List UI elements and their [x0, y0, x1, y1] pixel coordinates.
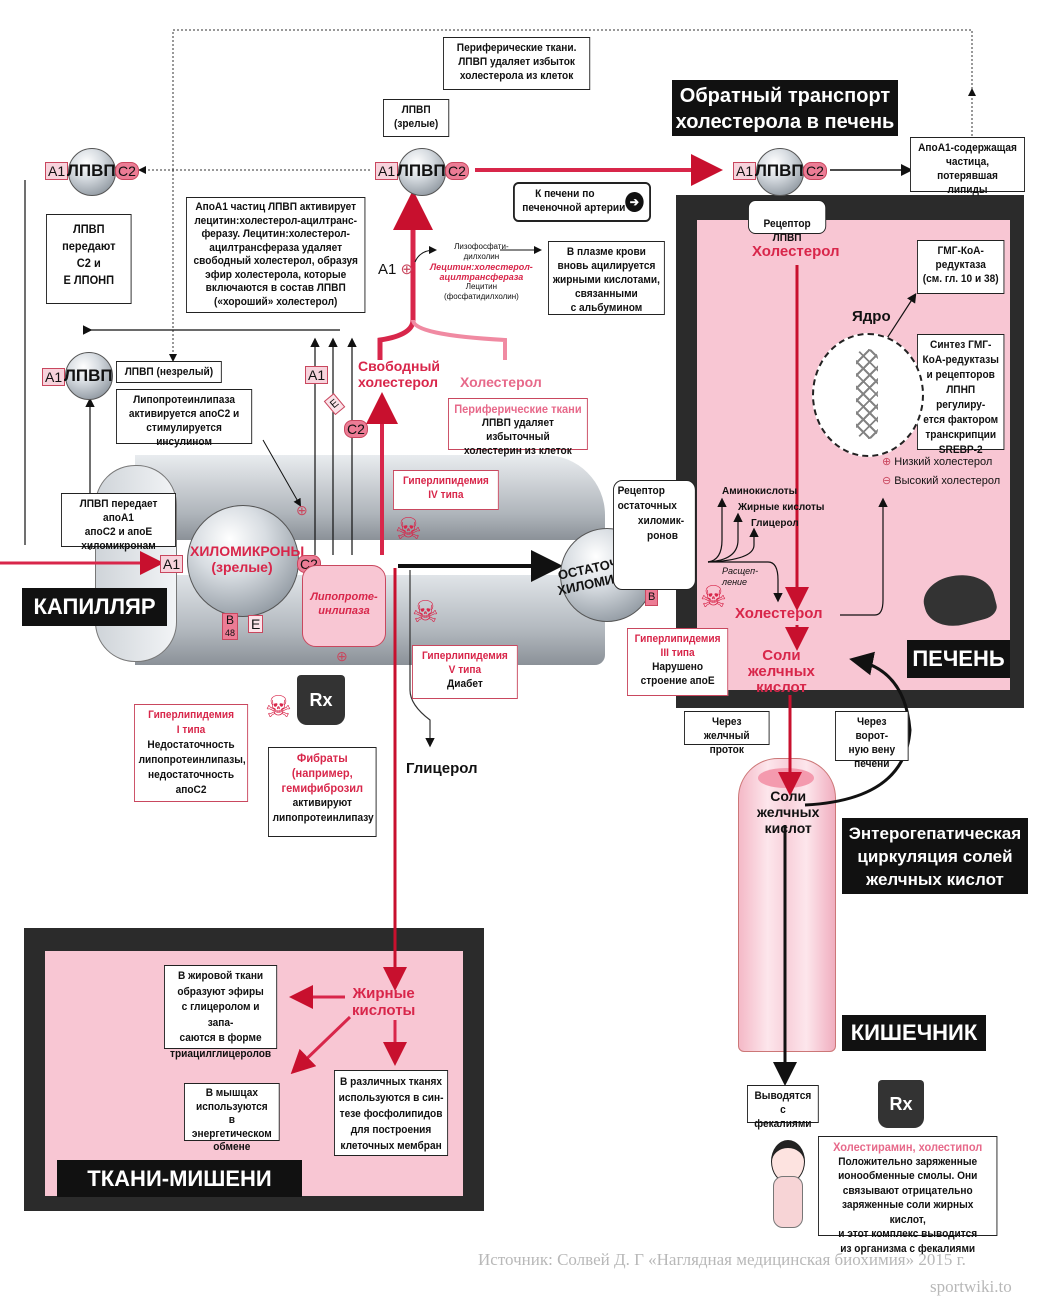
hyperlipidemia-1-box: Гиперлипидемия I типа Недостаточность ли… — [134, 704, 249, 802]
arrow-right-circle-icon: ➔ — [625, 192, 644, 212]
feces-box: Выводятся с фекалиями — [747, 1085, 819, 1130]
apoa1-lcat-box: АпоА1 частиц ЛПВП активирует лецитин:хол… — [186, 197, 366, 313]
enterohepatic-title: Энтерогепатическая циркуляция солей желч… — [842, 818, 1028, 894]
bile-salts-intestine-label: Соли желчных кислот — [757, 788, 820, 836]
low-cholesterol-label: ⊕ Низкий холестерол — [882, 456, 993, 468]
peripheral-tissues-box: Периферические ткани. ЛПВП удаляет избыт… — [443, 37, 591, 90]
bile-duct-box: Через желчный проток — [684, 711, 770, 756]
glycerol-label: Глицерол — [406, 760, 478, 777]
hyperlipidemia-3-box: Гиперлипидемия III типа Нарушено строени… — [627, 628, 729, 696]
lpl-activation-box: Липопротеинлипаза активируется апоС2 и с… — [116, 389, 253, 448]
hdl-transfer-box: ЛПВП передают C2 и Е ЛПОНП — [46, 214, 132, 304]
muscle-box: В мышцах используются в энергетическом о… — [184, 1083, 280, 1153]
skull-crossbones-icon: ☠ — [412, 596, 439, 629]
dotted-return-path — [172, 29, 973, 170]
released-apo-c2: C2 — [344, 420, 368, 438]
adipose-box: В жировой ткани образуют эфиры с глицеро… — [164, 965, 278, 1060]
cholesterol-pale-label: Холестерол — [460, 374, 542, 390]
plus-icon: ⊕ — [336, 648, 348, 664]
nucleus-label: Ядро — [852, 308, 891, 325]
portal-vein-box: Через ворот- ную вену печени — [835, 711, 909, 770]
apo-e-tag: E — [248, 615, 264, 633]
site-credit: sportwiki.to — [930, 1277, 1012, 1296]
lcat-label-group: Лизофосфати- дилхолин Лецитин:холестерол… — [430, 242, 533, 301]
plasma-acylation-box: В плазме крови вновь ацилируется жирными… — [548, 241, 665, 315]
liver-cholesterol-mid: Холестерол — [735, 605, 823, 622]
glycerol-liver-label: Глицерол — [751, 518, 799, 529]
hmg-reductase-box: ГМГ-КоА- редуктаза (см. гл. 10 и 38) — [917, 240, 1005, 294]
capillary-label: КАПИЛЛЯР — [22, 588, 167, 626]
cleavage-label: Расщеп- ление — [722, 566, 759, 587]
plus-icon: ⊕ — [296, 502, 308, 518]
reverse-transport-title: Обратный транспорт холестерола в печень — [672, 80, 898, 136]
skull-crossbones-icon: ☠ — [265, 691, 292, 724]
free-cholesterol-label: Свободный холестерол — [358, 358, 441, 390]
hyperlipidemia-5-box: Гиперлипидемия V типа Диабет — [412, 645, 518, 699]
plus-icon: ⊕ — [882, 456, 892, 468]
hdl-immature-box: ЛПВП (незрелый) — [116, 361, 222, 383]
remnant-receptor: Рецептор остаточных хиломик- ронов — [613, 480, 696, 590]
fatty-acids-liver-label: Жирные кислоты — [738, 502, 825, 513]
lipoprotein-lipase: Липопроте- инлипаза — [302, 565, 386, 647]
srebp-box: Синтез ГМГ- КоА-редуктазы и рецепторов Л… — [917, 334, 1005, 456]
target-tissues-label: ТКАНИ-МИШЕНИ — [57, 1160, 302, 1197]
dna-helix-icon — [856, 349, 878, 439]
to-liver-artery-button: К печени по печеночной артерии ➔ — [513, 182, 651, 222]
liver-label: ПЕЧЕНЬ — [907, 640, 1010, 678]
rx-mortar-icon: Rx — [297, 675, 345, 725]
bile-salts-liver-label: Соли желчных кислот — [748, 647, 815, 696]
high-cholesterol-label: ⊖ Высокий холестерол — [882, 475, 1001, 487]
source-credit: Источник: Солвей Д. Г «Наглядная медицин… — [478, 1250, 966, 1269]
hdl-receptor: Рецептор ЛПВП — [748, 200, 827, 244]
intestine-label: КИШЕЧНИК — [842, 1015, 986, 1051]
fatty-acids-label: Жирные кислоты — [352, 985, 416, 1019]
person-icon — [765, 1140, 809, 1230]
hdl-sphere — [68, 148, 116, 196]
hyperlipidemia-4-box: Гиперлипидемия IV типа — [393, 470, 499, 510]
intestine-tube — [738, 758, 836, 1052]
cholestyramine-box: Холестирамин, холестипол Положительно за… — [818, 1136, 998, 1255]
apo-a1-tag: A1 — [45, 162, 69, 180]
portal-vein-arc — [804, 651, 912, 807]
apoa1-lost-box: АпоА1-содержащая частица, потерявшая лип… — [910, 137, 1025, 196]
amino-acids-label: Аминокислоты — [722, 486, 798, 497]
nucleus — [812, 333, 924, 457]
arrow-to-glycerol — [409, 570, 435, 748]
phospholipids-box: В различных тканях используются в син- т… — [334, 1070, 449, 1156]
apo-c2-tag: C2 — [115, 162, 139, 180]
fibrates-box: Фибраты (например, гемифиброзил активиру… — [268, 747, 377, 837]
hdl-mature-box: ЛПВП (зрелые) — [383, 99, 450, 137]
hdl-gives-box: ЛПВП передает апоА1 апоС2 и апоЕ хиломик… — [61, 493, 176, 552]
rx-mortar-icon: Rx — [878, 1080, 924, 1128]
plus-icon: ⊕ — [400, 261, 414, 278]
liver-cholesterol-top: Холестерол — [752, 243, 840, 260]
released-apo-a1: A1 — [305, 366, 329, 384]
a1-activator: A1 ⊕ — [378, 261, 414, 278]
peripheral-tissues-mid-box: Периферические ткани ЛПВП удаляет избыто… — [448, 398, 588, 457]
minus-icon: ⊖ — [882, 475, 892, 487]
skull-crossbones-icon: ☠ — [395, 513, 422, 546]
skull-crossbones-icon: ☠ — [700, 581, 727, 614]
apo-b48-tag: B — [645, 588, 659, 606]
